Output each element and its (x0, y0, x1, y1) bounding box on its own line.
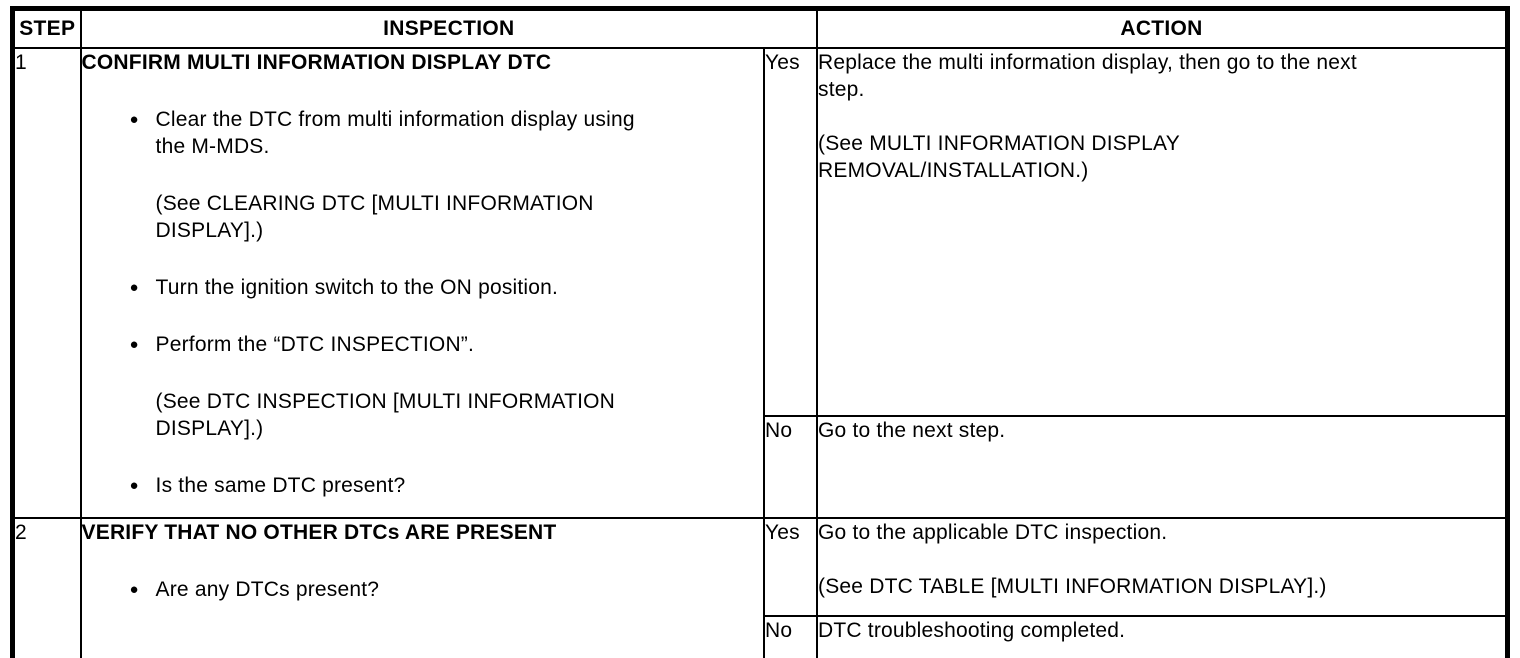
no-label-cell: No (762, 415, 819, 519)
inspection-bullet-item: ● Are any DTCs present? (83, 576, 762, 603)
inspection-bullet-text: Perform the “DTC INSPECTION”. (155, 333, 475, 356)
action-cell: Go to the next step. (816, 415, 1509, 519)
bullet-icon: ● (129, 279, 139, 296)
step-number: 2 (15, 521, 27, 544)
no-label-cell: No (762, 615, 819, 658)
column-header-action: ACTION (816, 7, 1509, 49)
inspection-bullet-item: ● Clear the DTC from multi information d… (83, 106, 762, 160)
inspection-bullet-text: Is the same DTC present? (155, 474, 406, 497)
action-text: Go to the next step. (818, 419, 1006, 442)
table-row-step2-yes: 2 VERIFY THAT NO OTHER DTCs ARE PRESENT … (11, 517, 1509, 658)
see-reference-text: (See DTC INSPECTION [MULTI INFORMATION D… (155, 390, 616, 440)
action-cell: Go to the applicable DTC inspection. (Se… (816, 517, 1509, 617)
bullet-icon: ● (129, 111, 139, 128)
action-text: Replace the multi information display, t… (818, 51, 1357, 182)
inspection-bullet-text: Are any DTCs present? (155, 578, 380, 601)
inspection-title: CONFIRM MULTI INFORMATION DISPLAY DTC (81, 51, 552, 74)
inspection-title: VERIFY THAT NO OTHER DTCs ARE PRESENT (81, 521, 557, 544)
inspection-bullet-item: ● Turn the ignition switch to the ON pos… (83, 274, 762, 301)
inspection-bullet-item: ● Perform the “DTC INSPECTION”. (83, 331, 762, 358)
inspection-bullet-text: Clear the DTC from multi information dis… (155, 108, 635, 158)
troubleshooting-table: STEP INSPECTION ACTION 1 CONFIRM MULTI I… (10, 6, 1510, 658)
table-row-step2-no: No DTC troubleshooting completed. (13, 615, 1509, 658)
yes-label: Yes (764, 51, 800, 74)
inspection-bullet-item: ● Is the same DTC present? (83, 472, 762, 499)
step-number-cell: 2 (11, 517, 82, 658)
see-reference-note: (See DTC INSPECTION [MULTI INFORMATION D… (83, 388, 762, 442)
no-label: No (764, 619, 793, 642)
inspection-cell: CONFIRM MULTI INFORMATION DISPLAY DTC ● … (79, 47, 765, 519)
bullet-icon: ● (129, 336, 139, 353)
no-label: No (764, 419, 793, 442)
see-reference-text: (See CLEARING DTC [MULTI INFORMATION DIS… (155, 192, 594, 242)
inspection-cell: VERIFY THAT NO OTHER DTCs ARE PRESENT ● … (79, 517, 765, 658)
table-row-step1-yes: 1 CONFIRM MULTI INFORMATION DISPLAY DTC … (11, 47, 1509, 519)
see-reference-note: (See CLEARING DTC [MULTI INFORMATION DIS… (83, 190, 762, 244)
table-header-row: STEP INSPECTION ACTION (11, 7, 1509, 49)
table-row-step1-no: No Go to the next step. (13, 415, 1509, 519)
yes-label-cell: Yes (762, 47, 819, 417)
column-header-step: STEP (11, 7, 82, 49)
action-cell: Replace the multi information display, t… (816, 47, 1509, 417)
bullet-icon: ● (129, 477, 139, 494)
column-header-inspection: INSPECTION (79, 7, 819, 49)
inspection-bullet-text: Turn the ignition switch to the ON posit… (155, 276, 559, 299)
action-cell: DTC troubleshooting completed. (816, 615, 1509, 658)
yes-label: Yes (764, 521, 800, 544)
action-text: Go to the applicable DTC inspection. (Se… (818, 521, 1327, 598)
yes-label-cell: Yes (762, 517, 819, 617)
bullet-icon: ● (129, 581, 139, 598)
step-number-cell: 1 (11, 47, 82, 519)
action-text: DTC troubleshooting completed. (818, 619, 1126, 642)
step-number: 1 (15, 51, 27, 74)
